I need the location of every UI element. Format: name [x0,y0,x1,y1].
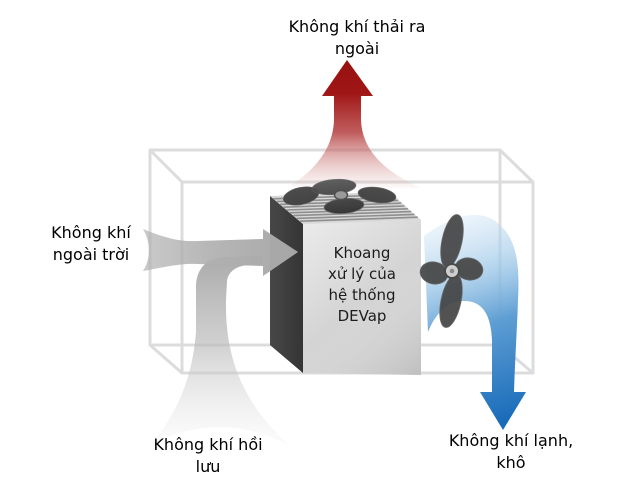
label-devap-unit: Khoang xử lý của hệ thống DEVap [301,243,423,327]
exhaust-arrow-shape [290,60,421,188]
fan-top-icon [282,178,397,215]
fan-top-hub [333,189,349,201]
label-cold-dry-air-line2: khô [496,453,526,472]
outdoor-air-arrow-shape [143,229,298,276]
cold-air-arrow [424,214,526,430]
label-return-air: Không khí hồi lưu [108,434,308,478]
label-outdoor-air-line1: Không khí [51,223,131,242]
unit-front-face-sheen [303,220,421,375]
label-exhaust-air-line1: Không khí thải ra [288,17,426,36]
label-outdoor-air-line2: ngoài trời [52,245,130,264]
outdoor-air-arrow-tint [143,229,298,276]
outdoor-air-arrow [143,229,298,276]
wireframe-connectors [148,148,535,375]
label-outdoor-air: Không khí ngoài trời [6,222,176,266]
return-air-arrow [150,256,290,446]
return-air-arrow-shape [150,256,290,446]
label-return-air-line1: Không khí hồi [153,435,263,454]
label-devap-unit-line1: Khoang [333,244,391,262]
label-exhaust-air-line2: ngoài [334,39,380,58]
fan-side-icon [419,214,484,328]
label-cold-dry-air: Không khí lạnh, khô [406,430,616,474]
label-devap-unit-line4: DEVap [337,307,387,325]
label-cold-dry-air-line1: Không khí lạnh, [448,431,574,450]
label-exhaust-air: Không khí thải ra ngoài [247,16,467,60]
exhaust-arrow [290,60,421,188]
cold-air-arrow-shape [424,214,526,430]
label-devap-unit-line2: xử lý của [328,265,396,283]
label-return-air-line2: lưu [195,457,221,476]
label-devap-unit-line3: hệ thống [328,286,396,304]
fan-side-hub-dot [449,268,455,274]
unit-side-face-tint [270,196,303,373]
